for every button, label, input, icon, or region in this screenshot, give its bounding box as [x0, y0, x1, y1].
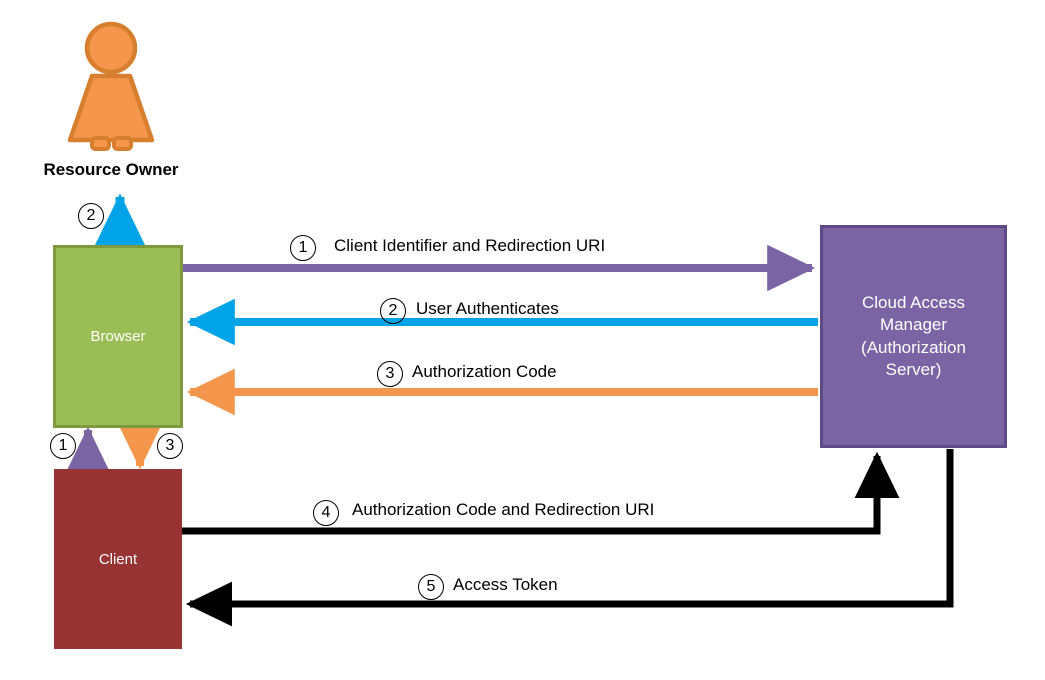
node-browser-label: Browser	[90, 328, 146, 345]
node-cam-line-2: Manager	[879, 315, 948, 335]
node-client[interactable]: Client	[54, 469, 182, 649]
step-badge-3: 3	[377, 361, 403, 387]
flow-label-2: User Authenticates	[416, 299, 559, 318]
step-badge-5: 5	[418, 574, 444, 600]
node-browser[interactable]: Browser	[53, 245, 183, 428]
step-badge-4: 4	[313, 500, 339, 526]
node-client-label: Client	[98, 550, 138, 568]
flow-label-5: Access Token	[453, 575, 558, 594]
person-icon	[67, 21, 155, 151]
node-cam-line-1: Cloud Access	[861, 292, 965, 312]
node-cloud-access-manager[interactable]: Cloud Access Manager (Authorization Serv…	[820, 225, 1007, 448]
step-badge-1: 1	[290, 235, 316, 261]
arrow-step5-cam-to-client	[185, 449, 954, 627]
step-badge-resource-owner-up: 2	[78, 203, 104, 229]
resource-owner-caption: Resource Owner	[43, 160, 179, 179]
flow-label-4: Authorization Code and Redirection URI	[352, 500, 655, 519]
step-badge-client-to-browser: 1	[50, 433, 76, 459]
flow-label-3: Authorization Code	[412, 362, 557, 381]
node-cam-line-4: Server)	[885, 359, 942, 379]
arrow-step4-client-to-cam	[182, 451, 900, 535]
node-cam-line-3: (Authorization	[861, 337, 966, 357]
flow-label-1: Client Identifier and Redirection URI	[334, 236, 606, 255]
step-badge-2: 2	[380, 298, 406, 324]
node-cam-label-block: Cloud Access Manager (Authorization Serv…	[861, 292, 966, 382]
step-badge-browser-to-client: 3	[157, 433, 183, 459]
